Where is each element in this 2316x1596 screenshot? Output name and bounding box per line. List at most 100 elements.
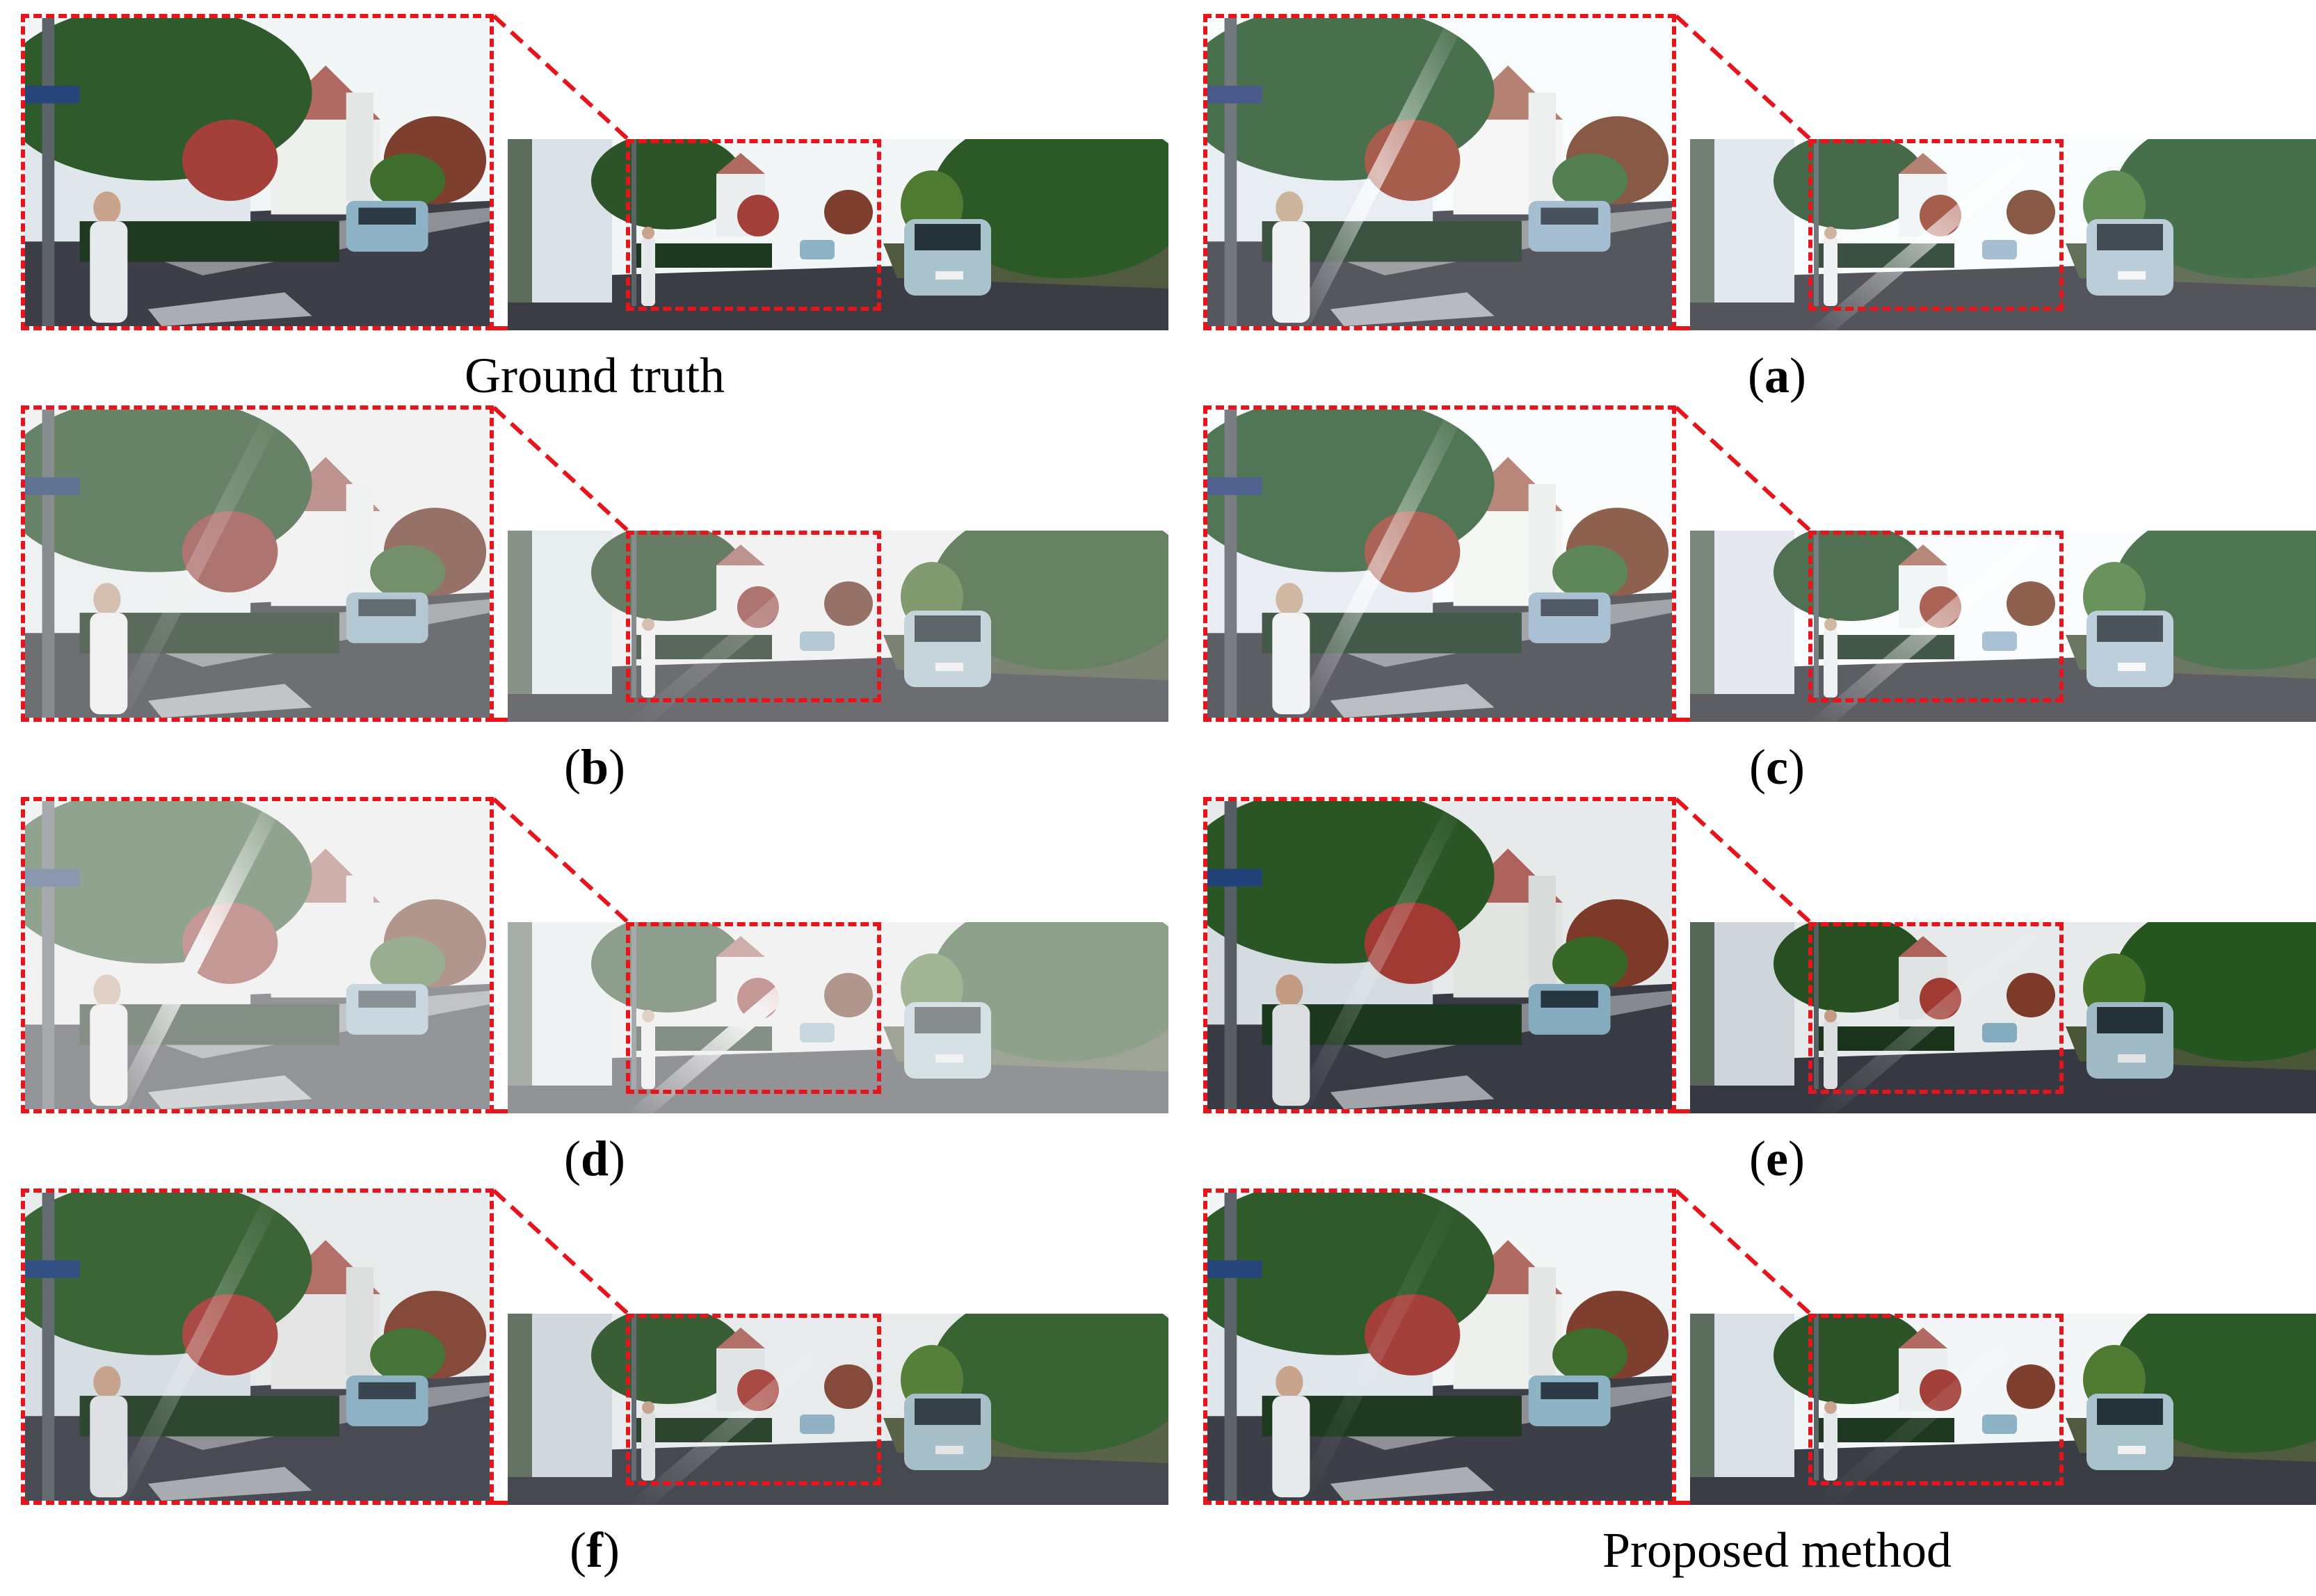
pole: [1224, 1193, 1237, 1501]
lens-flare-streak: [108, 1193, 286, 1501]
person-head: [1824, 1401, 1837, 1414]
caption-letter: c: [1766, 739, 1788, 795]
caption-letter: e: [1766, 1131, 1788, 1186]
car-windshield: [1541, 1382, 1598, 1399]
person: [641, 236, 655, 306]
full-scene: [1690, 1314, 2316, 1505]
panel-caption: (a): [1748, 348, 1806, 403]
zoomed-crop: [21, 797, 494, 1113]
street-sign: [25, 86, 80, 104]
street-scene-image: [508, 531, 1168, 722]
zoomed-crop: [1203, 14, 1676, 330]
zoomed-street-image: [25, 18, 490, 326]
street-sign: [1207, 1260, 1262, 1278]
red-tree: [182, 120, 278, 201]
caption-letter: a: [1764, 348, 1790, 403]
house-side: [346, 92, 373, 201]
figure-panel-proposed: Proposed method: [1203, 1188, 2316, 1578]
small-car: [1982, 1414, 2017, 1434]
panel-caption: Ground truth: [465, 348, 725, 403]
zoomed-crop: [1203, 797, 1676, 1113]
lens-flare-streak: [1291, 410, 1468, 718]
zoomed-crop: [21, 1188, 494, 1505]
zoom-connector-lines: [1674, 14, 1815, 330]
zoom-connector-lines: [492, 1188, 632, 1505]
zoomed-crop: [21, 14, 494, 330]
lens-flare-streak: [1291, 801, 1468, 1109]
lens-flare-streak: [627, 1314, 878, 1505]
lens-flare-streak: [1291, 18, 1468, 326]
zoom-connector-lines: [1674, 405, 1815, 722]
region-of-interest-box: [1808, 139, 2064, 311]
caption-letter: f: [586, 1522, 603, 1578]
person-body: [1272, 1396, 1310, 1498]
full-scene: [508, 531, 1168, 722]
autumn-tree: [824, 190, 873, 234]
van-windshield: [2097, 1398, 2163, 1425]
region-of-interest-box: [1808, 531, 2064, 702]
red-tree: [737, 195, 779, 236]
region-of-interest-box: [1808, 922, 2064, 1094]
person: [1824, 1411, 1837, 1481]
bush: [370, 153, 446, 208]
car-windshield: [358, 207, 416, 225]
panel-caption: (c): [1749, 739, 1805, 795]
street-scene-image: [1690, 139, 2316, 330]
street-scene-image: [1690, 531, 2316, 722]
house-side: [1528, 1267, 1556, 1376]
zoomed-crop: [21, 405, 494, 722]
hedge: [633, 243, 772, 268]
wall-edge: [1690, 1314, 1714, 1477]
street-scene-image: [1690, 1314, 2316, 1505]
license-plate: [2118, 1446, 2146, 1454]
figure-panel-f: (f): [21, 1188, 1168, 1578]
full-scene: [1690, 531, 2316, 722]
zoomed-street-image: [1207, 18, 1672, 326]
figure-panel-d: (d): [21, 797, 1168, 1186]
zoomed-crop: [1203, 405, 1676, 722]
house-roof: [1899, 1328, 1947, 1348]
zoomed-street-image: [25, 1193, 490, 1501]
region-of-interest-box: [626, 1314, 881, 1485]
zoom-connector-lines: [1674, 797, 1815, 1113]
zoomed-street-image: [1207, 801, 1672, 1109]
van-windshield: [915, 224, 981, 250]
zoomed-street-image: [25, 410, 490, 718]
region-of-interest-box: [626, 139, 881, 311]
caption-letter: b: [580, 739, 609, 795]
street-scene-image: [1690, 922, 2316, 1113]
street-scene-image: [508, 139, 1168, 330]
autumn-tree: [2007, 1364, 2055, 1409]
license-plate: [935, 271, 963, 280]
zoom-connector-lines: [492, 405, 632, 722]
panel-caption: Proposed method: [1602, 1522, 1952, 1578]
region-of-interest-box: [626, 922, 881, 1094]
small-car: [800, 240, 835, 259]
full-scene: [508, 139, 1168, 330]
lens-flare-streak: [1809, 531, 2060, 722]
pole: [632, 139, 636, 306]
person-body: [90, 221, 128, 323]
lens-flare-streak: [1809, 1314, 2060, 1505]
wall-edge: [508, 139, 532, 303]
zoom-connector-lines: [492, 14, 632, 330]
panel-caption: (b): [563, 739, 625, 795]
person-head: [1276, 1366, 1303, 1398]
zoomed-street-image: [25, 801, 490, 1109]
person-head: [93, 191, 121, 224]
caption-letter: d: [580, 1131, 609, 1186]
lens-flare-streak: [1809, 139, 2060, 330]
figure-panel-c: (c): [1203, 405, 2316, 795]
pole: [1814, 1314, 1819, 1481]
lens-flare-streak: [1291, 1193, 1468, 1501]
house-roof: [716, 153, 765, 174]
lens-flare-streak: [108, 801, 286, 1109]
figure-panel-a: (a): [1203, 14, 2316, 403]
region-of-interest-box: [626, 531, 881, 702]
bush: [1552, 1328, 1628, 1383]
full-scene: [508, 1314, 1168, 1505]
panel-caption: (f): [570, 1522, 620, 1578]
lens-flare-streak: [108, 410, 286, 718]
person-head: [642, 227, 654, 239]
sunlit-patch: [1330, 1467, 1495, 1501]
